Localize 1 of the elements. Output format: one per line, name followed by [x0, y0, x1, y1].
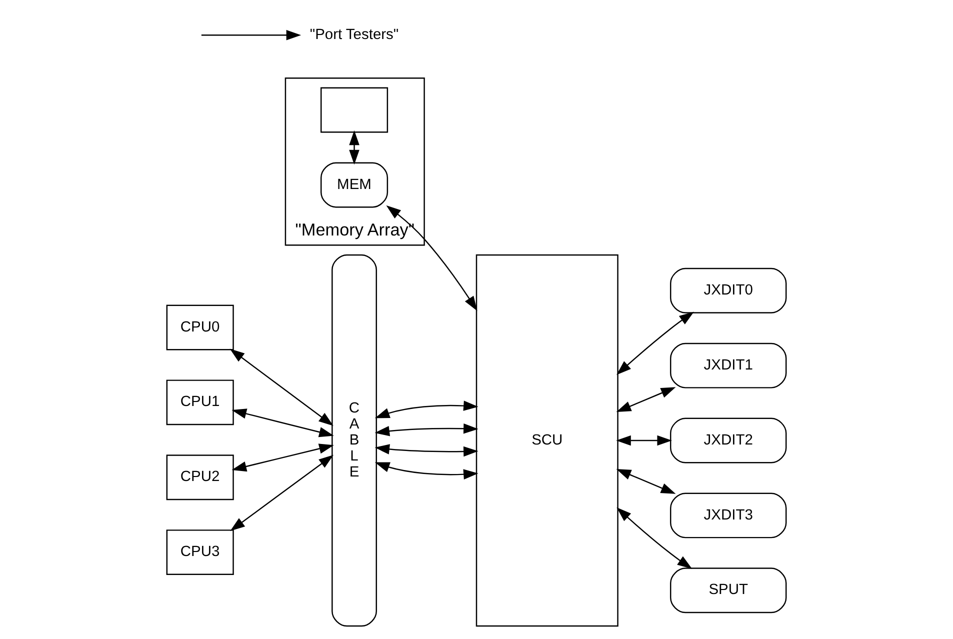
node-text: "Port Testers" — [310, 26, 399, 43]
